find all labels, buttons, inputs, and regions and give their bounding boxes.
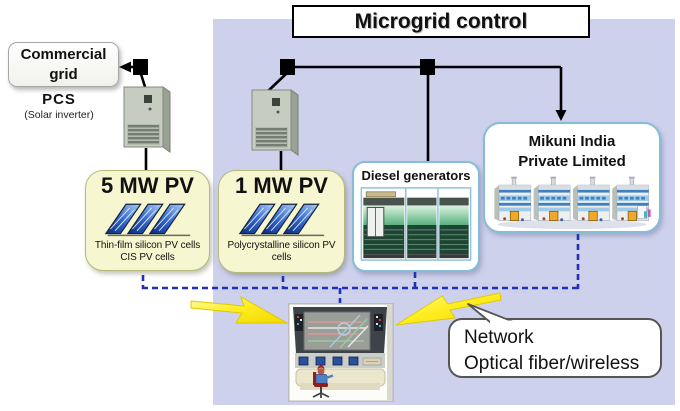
pv-5mw-caption-line2: CIS PV cells — [120, 252, 175, 264]
microgrid-control-title: Microgrid control — [292, 5, 590, 38]
solar-panel-icon — [104, 203, 190, 237]
diesel-generators-box: Diesel generators — [352, 161, 480, 272]
network-callout-tail — [467, 303, 515, 325]
diesel-generator-icon — [360, 187, 472, 261]
network-callout-line2: Optical fiber/wireless — [464, 352, 640, 374]
network-callout: Network Optical fiber/wireless — [448, 318, 662, 378]
mikuni-box: Mikuni India Private Limited — [483, 122, 661, 233]
solar-inverter-icon-2 — [247, 85, 301, 159]
pv-5mw-box: 5 MW PV Thin-film silicon PV cells CIS P… — [85, 170, 210, 271]
pcs-label-main: PCS — [42, 91, 76, 108]
pv-1mw-caption-line2: cells — [271, 252, 292, 264]
commercial-grid-label-line1: Commercial — [20, 46, 107, 63]
pv-5mw-caption-line1: Thin-film silicon PV cells — [94, 240, 201, 252]
pv-1mw-box: 1 MW PV Polycrystalline silicon PV cells — [218, 170, 345, 273]
arrowhead-to-commercial-grid — [119, 61, 131, 73]
mikuni-title-line1: Mikuni India — [528, 133, 616, 150]
mikuni-title-line2: Private Limited — [518, 152, 626, 170]
solar-inverter-icon-1 — [119, 82, 173, 156]
solar-panel-icon — [238, 203, 324, 237]
commercial-grid-label-line2: grid — [49, 65, 78, 83]
pv-1mw-title: 1 MW PV — [235, 173, 328, 198]
commercial-grid-box: Commercial grid — [8, 42, 119, 87]
factory-icon — [494, 176, 651, 230]
title-text: Microgrid control — [354, 9, 528, 33]
pv-5mw-title: 5 MW PV — [101, 173, 194, 198]
junction-node — [133, 59, 148, 75]
control-room-icon — [288, 303, 394, 402]
pcs-label: PCS (Solar inverter) — [8, 91, 110, 121]
pcs-label-sub: (Solar inverter) — [24, 109, 94, 121]
diesel-generators-title: Diesel generators — [361, 168, 471, 183]
pv-1mw-caption-line1: Polycrystalline silicon PV — [227, 240, 336, 252]
network-callout-line1: Network — [464, 327, 534, 348]
